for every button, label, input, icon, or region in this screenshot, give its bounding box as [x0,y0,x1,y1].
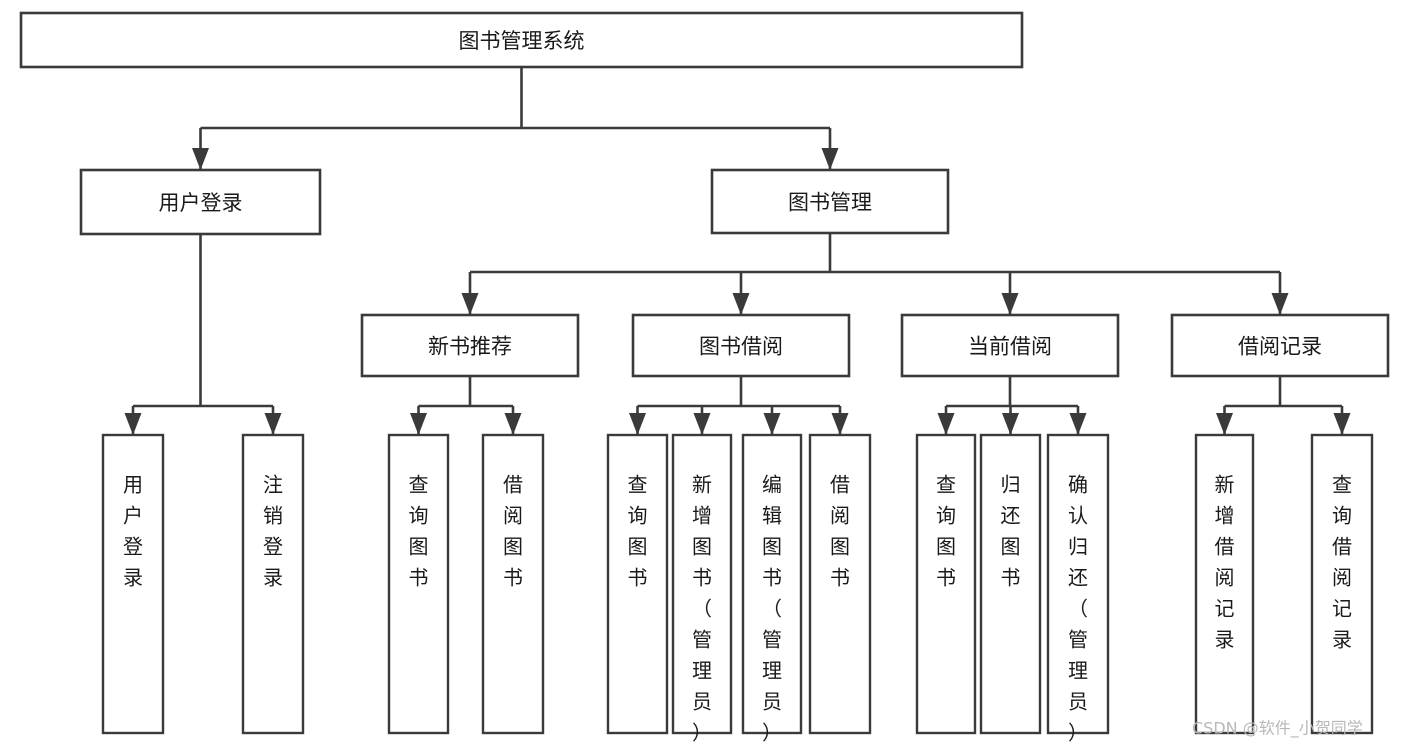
node-leaf-query-book-2[interactable]: 查询图书 [606,433,669,735]
node-box-leaf-query-book-3 [915,433,977,735]
node-box-leaf-confirm-return [1046,433,1110,735]
node-label-leaf-add-record: 新增借阅记录 [1215,473,1235,652]
node-leaf-borrow-book-1[interactable]: 借阅图书 [481,433,545,735]
node-box-leaf-user-logout [241,433,305,735]
node-box-leaf-query-book-1 [387,433,450,735]
node-box-leaf-borrow-book-1 [481,433,545,735]
node-label-leaf-user-login: 用户登录 [123,473,143,590]
node-label-leaf-query-book-2: 查询图书 [628,473,648,590]
csdn-watermark: CSDN @软件_小贺同学 [1192,719,1363,739]
node-box-current-borrow [900,313,1120,378]
node-label-leaf-query-book-3: 查询图书 [936,473,956,590]
node-borrow-record[interactable]: 借阅记录 [1170,313,1390,378]
node-leaf-user-login[interactable]: 用户登录 [101,433,165,735]
node-label-leaf-query-record: 查询借阅记录 [1332,473,1352,652]
node-box-root [19,11,1024,69]
node-box-leaf-borrow-book-2 [808,433,872,735]
node-box-book-borrow [631,313,851,378]
node-book-manage[interactable]: 图书管理 [710,168,950,235]
node-label-book-manage: 图书管理 [788,191,872,215]
node-label-leaf-borrow-book-2: 借阅图书 [830,473,850,590]
node-label-book-borrow: 图书借阅 [699,335,783,359]
node-box-leaf-query-record [1310,433,1374,735]
node-label-leaf-confirm-return: 确认归还（管理员） [1068,473,1088,745]
node-leaf-query-record[interactable]: 查询借阅记录 [1310,433,1374,735]
node-leaf-user-logout[interactable]: 注销登录 [241,433,305,735]
node-label-new-book-recommend: 新书推荐 [428,335,512,359]
node-leaf-borrow-book-2[interactable]: 借阅图书 [808,433,872,735]
node-leaf-add-record[interactable]: 新增借阅记录 [1194,433,1255,735]
node-box-book-manage [710,168,950,235]
node-label-leaf-user-logout: 注销登录 [263,473,283,590]
node-box-leaf-add-record [1194,433,1255,735]
node-label-leaf-add-book: 新增图书（管理员） [692,473,712,745]
node-label-leaf-borrow-book-1: 借阅图书 [503,473,523,590]
edges-layer [124,67,1351,435]
node-leaf-add-book[interactable]: 新增图书（管理员） [671,433,733,745]
node-box-leaf-edit-book [741,433,803,735]
node-label-leaf-query-book-1: 查询图书 [409,473,429,590]
node-leaf-edit-book[interactable]: 编辑图书（管理员） [741,433,803,745]
node-box-borrow-record [1170,313,1390,378]
node-label-borrow-record: 借阅记录 [1238,335,1322,359]
node-label-leaf-edit-book: 编辑图书（管理员） [762,473,782,745]
nodes-layer: 图书管理系统用户登录图书管理新书推荐图书借阅当前借阅借阅记录用户登录注销登录查询… [19,11,1390,745]
node-box-new-book-recommend [360,313,580,378]
node-label-user-login: 用户登录 [159,191,243,215]
node-box-leaf-query-book-2 [606,433,669,735]
node-label-root: 图书管理系统 [459,29,585,53]
node-leaf-query-book-1[interactable]: 查询图书 [387,433,450,735]
node-user-login[interactable]: 用户登录 [79,168,322,236]
node-leaf-confirm-return[interactable]: 确认归还（管理员） [1046,433,1110,745]
node-new-book-recommend[interactable]: 新书推荐 [360,313,580,378]
node-label-leaf-return-book: 归还图书 [1001,473,1021,590]
node-box-leaf-add-book [671,433,733,735]
node-leaf-return-book[interactable]: 归还图书 [979,433,1042,735]
node-box-leaf-return-book [979,433,1042,735]
node-leaf-query-book-3[interactable]: 查询图书 [915,433,977,735]
node-book-borrow[interactable]: 图书借阅 [631,313,851,378]
node-box-leaf-user-login [101,433,165,735]
node-root[interactable]: 图书管理系统 [19,11,1024,69]
node-current-borrow[interactable]: 当前借阅 [900,313,1120,378]
node-box-user-login [79,168,322,236]
node-label-current-borrow: 当前借阅 [968,335,1052,359]
